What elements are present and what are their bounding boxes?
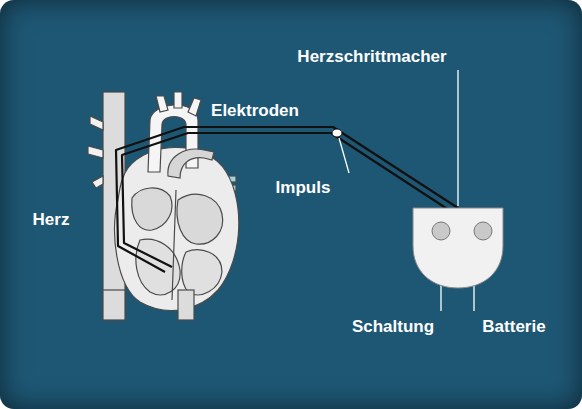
heart-illustration [174,92,182,108]
electrode-wires [122,133,452,267]
impulse-dot [332,129,342,137]
heart-illustration [132,188,172,230]
heart-illustration [188,98,201,116]
pacemaker-device [474,222,492,240]
heart-illustration [172,190,176,300]
heart-illustration [90,116,103,130]
leader-lines [457,70,458,206]
part-label: Schaltung [352,318,434,335]
heart-illustration [115,147,239,310]
electrode-wires [116,127,458,272]
heart-illustration [92,176,103,188]
heart-illustration [168,149,214,178]
heart-illustration [88,146,103,158]
impulse-dot [332,129,342,137]
pacemaker-device [432,222,450,240]
part-label: Elektroden [211,102,299,119]
leader-lines [339,138,349,173]
heart-illustration [103,290,125,320]
part-label: Impuls [276,179,331,196]
heart-illustration [178,290,194,320]
heart-illustration [177,194,223,244]
part-label: Herz [33,211,70,228]
part-label: Herzschrittmacher [297,48,446,65]
pacemaker-device [413,208,503,288]
heart-illustration [182,250,222,295]
part-label: Batterie [482,318,545,335]
heart-illustration [156,96,168,112]
electrode-wires [116,127,458,272]
pacemaker-device [413,208,503,288]
